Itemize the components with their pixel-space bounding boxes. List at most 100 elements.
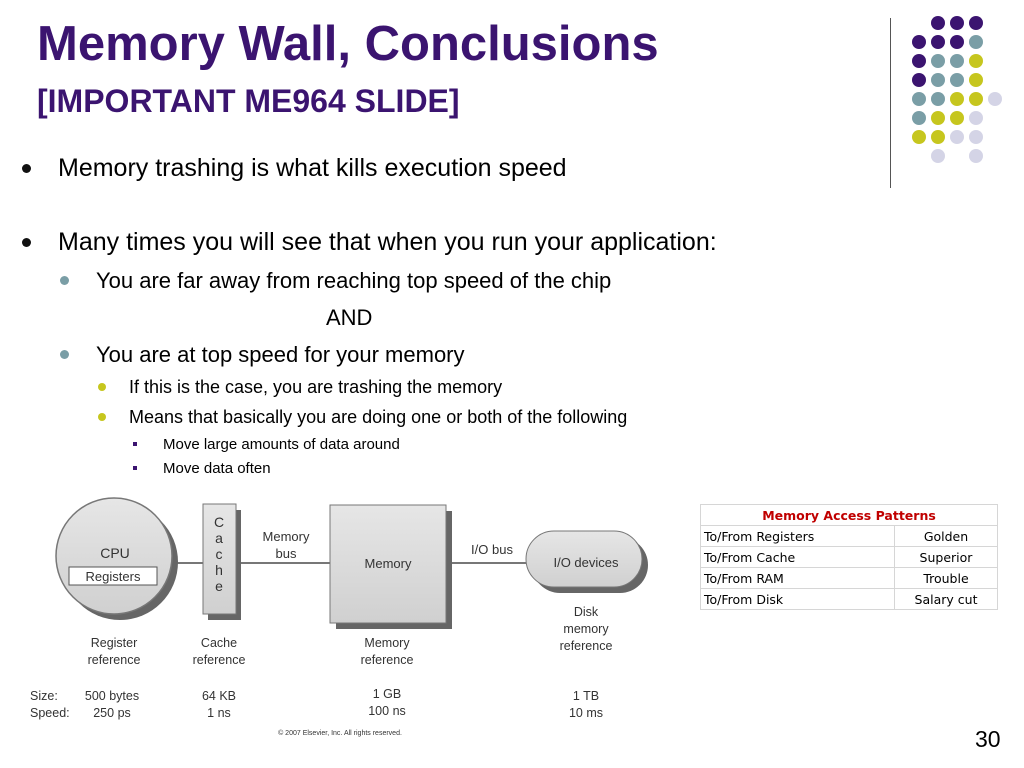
bullet-text: If this is the case, you are trashing th…: [129, 377, 503, 397]
register-ref-label-2: reference: [88, 653, 141, 667]
table-row: To/From Registers Golden: [700, 525, 998, 547]
pattern-cell: To/From Cache: [700, 546, 895, 568]
decorative-dot: [931, 35, 945, 49]
slide-subtitle: [IMPORTANT ME964 SLIDE]: [37, 83, 460, 119]
bullet-2: Many times you will see that when you ru…: [22, 228, 717, 257]
decorative-dot: [950, 16, 964, 30]
bullet-marker: [98, 413, 106, 421]
cache-ref-label-2: reference: [193, 653, 246, 667]
cache-letter: e: [215, 578, 223, 594]
decorative-dot: [931, 130, 945, 144]
bullet-text: You are far away from reaching top speed…: [96, 268, 612, 293]
table-row: To/From Disk Salary cut: [700, 588, 998, 610]
table-row: To/From RAM Trouble: [700, 567, 998, 589]
bullet-2-2-2: Means that basically you are doing one o…: [98, 407, 628, 428]
bullet-2-2-2-2: Move data often: [133, 460, 271, 477]
pattern-cell: To/From RAM: [700, 567, 895, 589]
memory-hierarchy-diagram: CPU Registers Cache Memory bus Memory I/…: [30, 497, 648, 737]
decorative-dot: [912, 54, 926, 68]
decorative-dot: [912, 130, 926, 144]
rating-cell: Salary cut: [894, 588, 998, 610]
bullet-2-2: You are at top speed for your memory: [60, 342, 465, 368]
bullet-marker: [133, 466, 137, 470]
cpu-label: CPU: [100, 545, 130, 561]
memory-ref-label-2: reference: [361, 653, 414, 667]
decorative-dot: [931, 16, 945, 30]
memory-ref-label-1: Memory: [364, 636, 410, 650]
bullet-marker: [22, 164, 31, 173]
register-ref-label-1: Register: [91, 636, 138, 650]
bullet-text: Move large amounts of data around: [163, 436, 400, 453]
cache-label: Cache: [214, 514, 224, 594]
decorative-dot: [950, 111, 964, 125]
bullet-text: Means that basically you are doing one o…: [129, 407, 628, 427]
bullet-text: Many times you will see that when you ru…: [58, 228, 717, 256]
cache-box: [202, 503, 237, 615]
registers-label: Registers: [86, 569, 141, 584]
size-registers: 500 bytes: [85, 689, 139, 703]
decorative-dot-grid: [912, 16, 1002, 163]
speed-registers: 250 ps: [93, 706, 131, 720]
memory-bus-label-2: bus: [276, 546, 297, 561]
bullet-text: Move data often: [163, 460, 271, 477]
disk-ref-label-1: Disk: [574, 605, 599, 619]
size-disk: 1 TB: [573, 689, 599, 703]
decorative-dot: [912, 92, 926, 106]
memory-bus-label-1: Memory: [263, 529, 310, 544]
size-cache: 64 KB: [202, 689, 236, 703]
decorative-dot: [931, 54, 945, 68]
size-memory: 1 GB: [373, 687, 402, 701]
decorative-dot: [969, 149, 983, 163]
decorative-dot: [950, 35, 964, 49]
decorative-dot: [931, 73, 945, 87]
decorative-dot: [988, 92, 1002, 106]
bullet-2-2-2-1: Move large amounts of data around: [133, 436, 400, 453]
cache-letter: c: [216, 546, 223, 562]
decorative-dot: [969, 35, 983, 49]
rating-cell: Golden: [894, 525, 998, 547]
decorative-dot: [969, 111, 983, 125]
decorative-dot: [950, 130, 964, 144]
cache-letter: C: [214, 514, 224, 530]
decorative-dot: [950, 73, 964, 87]
bullet-text: You are at top speed for your memory: [96, 342, 465, 367]
bullet-1: Memory trashing is what kills execution …: [22, 154, 567, 183]
bullet-marker: [60, 350, 69, 359]
page-number: 30: [975, 726, 1001, 752]
disk-ref-label-2: memory: [563, 622, 609, 636]
and-connector: AND: [326, 305, 373, 330]
rating-cell: Trouble: [894, 567, 998, 589]
decorative-dot: [912, 35, 926, 49]
pattern-cell: To/From Disk: [700, 588, 895, 610]
disk-ref-label-3: reference: [560, 639, 613, 653]
decorative-dot: [969, 92, 983, 106]
header-divider: [890, 18, 891, 188]
table-row: To/From Cache Superior: [700, 546, 998, 568]
registers-box: [68, 566, 158, 586]
decorative-dot: [931, 111, 945, 125]
decorative-dot: [931, 149, 945, 163]
pattern-cell: To/From Registers: [700, 525, 895, 547]
cache-letter: a: [215, 530, 223, 546]
decorative-dot: [931, 92, 945, 106]
decorative-dot: [912, 73, 926, 87]
bullet-text: Memory trashing is what kills execution …: [58, 154, 567, 182]
io-bus-label: I/O bus: [471, 542, 513, 557]
bullet-marker: [22, 238, 31, 247]
cache-ref-label-1: Cache: [201, 636, 237, 650]
bullet-marker: [60, 276, 69, 285]
speed-cache: 1 ns: [207, 706, 231, 720]
rating-cell: Superior: [894, 546, 998, 568]
bullet-2-1: You are far away from reaching top speed…: [60, 268, 612, 294]
speed-disk: 10 ms: [569, 706, 603, 720]
memory-label: Memory: [365, 556, 412, 571]
io-devices-box: [525, 530, 643, 588]
decorative-dot: [969, 54, 983, 68]
slide-title: Memory Wall, Conclusions: [37, 17, 659, 71]
decorative-dot: [950, 54, 964, 68]
speed-memory: 100 ns: [368, 704, 406, 718]
decorative-dot: [969, 130, 983, 144]
decorative-dot: [950, 92, 964, 106]
bullet-marker: [98, 383, 106, 391]
memory-box: [329, 504, 447, 624]
